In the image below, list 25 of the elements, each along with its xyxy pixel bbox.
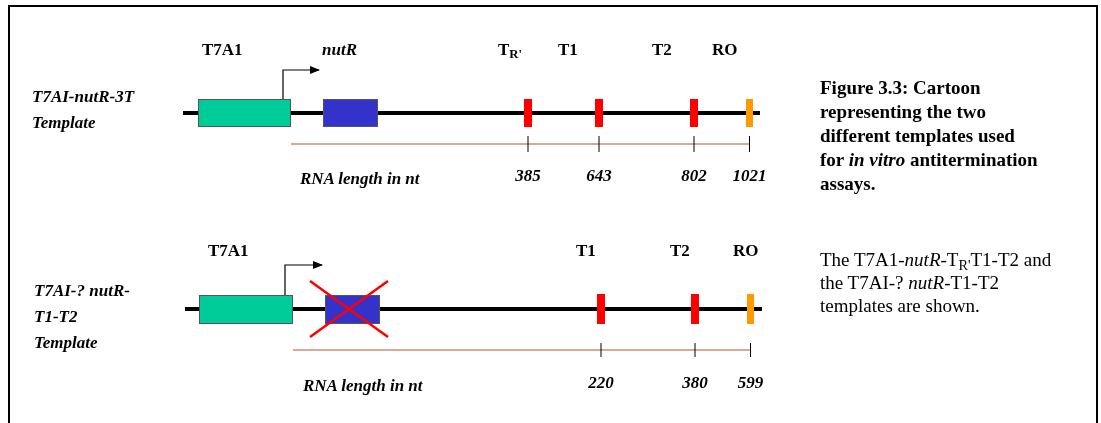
template-name: T7AI-? nutR- T1-T2 Template — [34, 280, 131, 354]
transcription-start-arrow — [284, 261, 323, 296]
segment-label: T7A1 — [208, 241, 249, 261]
template-name: T7AI-nutR-3T Template — [32, 86, 136, 134]
segment-label: T7A1 — [202, 40, 243, 60]
length-value: 599 — [737, 373, 764, 393]
axis-caption: RNA length in nt — [300, 168, 421, 190]
segment-label: RO — [712, 40, 738, 60]
description-paragraph: The T7A1-nutR-T$_{R'}$T1-T2 and the T7AI-? nutR-T1-T2 templates are shown. — [820, 248, 1052, 317]
length-value: 380 — [682, 373, 708, 393]
segment-label: T2 — [670, 241, 690, 261]
figure-caption: Figure 3.3: Cartoon representing the two different templates used for in vitro antitermination assays. — [820, 76, 1039, 196]
transcription-start-arrow — [282, 66, 320, 100]
segment-label: T1 — [558, 40, 578, 60]
axis-caption: RNA length in nt — [303, 375, 424, 397]
length-value: 220 — [588, 373, 614, 393]
segment-label: T2 — [652, 40, 672, 60]
length-value: 1021 — [732, 166, 767, 186]
segment-label: T1 — [576, 241, 596, 261]
segment-label: RO — [733, 241, 759, 261]
length-value: 802 — [681, 166, 707, 186]
segment-label: T$_{R'}$ — [498, 40, 523, 60]
segment-label: nutR — [322, 40, 357, 60]
length-value: 385 — [515, 166, 541, 186]
length-value: 643 — [586, 166, 612, 186]
